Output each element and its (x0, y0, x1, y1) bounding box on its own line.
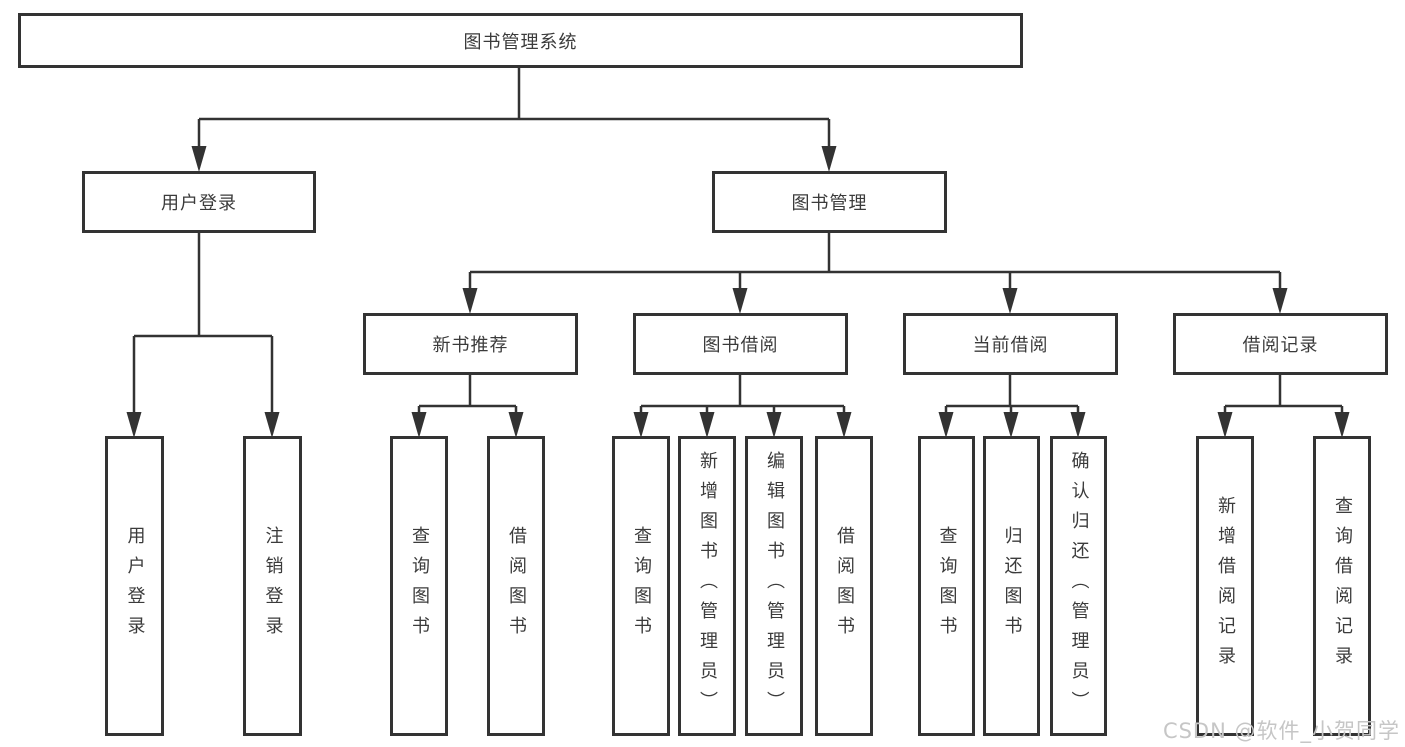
leaf-label: 归还图书 (1001, 526, 1023, 646)
leaf-borrowing-add-books-admin: 新增图书（管理员） (678, 436, 736, 736)
leaf-current-query-books: 查询图书 (918, 436, 975, 736)
leaf-borrowing-borrow-books: 借阅图书 (815, 436, 873, 736)
leaf-borrowing-query-books: 查询图书 (612, 436, 670, 736)
leaf-label: 用户登录 (124, 526, 146, 646)
leaf-label: 新增借阅记录 (1215, 496, 1236, 676)
leaf-label: 查询借阅记录 (1332, 496, 1353, 676)
leaf-label: 新增图书（管理员） (697, 451, 718, 721)
leaf-label: 借阅图书 (834, 526, 855, 646)
leaf-user-login: 用户登录 (105, 436, 164, 736)
leaf-label: 查询图书 (409, 526, 430, 646)
leaf-records-query-record: 查询借阅记录 (1313, 436, 1371, 736)
node-book-management: 图书管理 (712, 171, 947, 233)
node-label: 用户登录 (161, 193, 237, 214)
leaf-label: 查询图书 (631, 526, 652, 646)
leaf-records-add-record: 新增借阅记录 (1196, 436, 1254, 736)
node-label: 图书借阅 (702, 335, 779, 356)
node-library-management-system: 图书管理系统 (18, 13, 1023, 68)
leaf-label: 借阅图书 (506, 526, 527, 646)
node-current-borrowing: 当前借阅 (903, 313, 1118, 375)
csdn-watermark: CSDN @软件_小贺同学 (1162, 719, 1400, 743)
leaf-borrowing-edit-books-admin: 编辑图书（管理员） (745, 436, 803, 736)
node-label: 新书推荐 (432, 335, 509, 356)
node-new-book-recommend: 新书推荐 (363, 313, 578, 375)
node-user-login: 用户登录 (82, 171, 316, 233)
node-label: 借阅记录 (1242, 335, 1319, 356)
leaf-recommend-borrow-books: 借阅图书 (487, 436, 545, 736)
leaf-label: 注销登录 (262, 526, 284, 646)
leaf-label: 编辑图书（管理员） (764, 451, 785, 721)
leaf-current-return-books: 归还图书 (983, 436, 1040, 736)
leaf-recommend-query-books: 查询图书 (390, 436, 448, 736)
node-book-borrowing: 图书借阅 (633, 313, 848, 375)
leaf-logout: 注销登录 (243, 436, 302, 736)
leaf-current-confirm-return-admin: 确认归还（管理员） (1050, 436, 1107, 736)
leaf-label: 确认归还（管理员） (1068, 451, 1090, 721)
node-label: 图书管理系统 (463, 31, 578, 53)
leaf-label: 查询图书 (936, 526, 958, 646)
node-label: 当前借阅 (972, 335, 1049, 356)
arrowheads (126, 146, 1350, 438)
node-borrowing-records: 借阅记录 (1173, 313, 1388, 375)
node-label: 图书管理 (791, 193, 868, 214)
